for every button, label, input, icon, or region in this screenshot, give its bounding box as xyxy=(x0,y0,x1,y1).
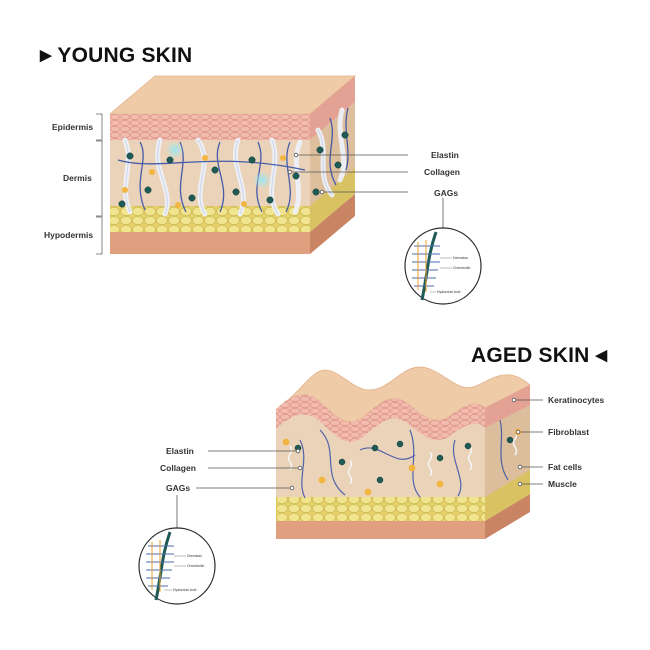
young-inset-chondroitin: Chondroitin xyxy=(453,266,470,270)
young-epidermis-front xyxy=(110,114,310,140)
young-inset-hyaluronic: Hyaluronic Acid xyxy=(437,290,460,294)
aged-dermis-front xyxy=(276,414,485,505)
aged-epidermis-side xyxy=(485,385,530,428)
young-fat-layer xyxy=(110,206,310,232)
young-fat-side xyxy=(310,168,355,232)
young-muscle-layer xyxy=(110,232,310,254)
aged-skin-block xyxy=(275,366,531,539)
aged-fat-layer xyxy=(276,497,485,521)
fibroblast-callout: Fibroblast xyxy=(548,427,589,437)
aged-gags-callout: GAGs xyxy=(166,483,190,493)
epidermis-label: Epidermis xyxy=(52,122,93,132)
young-fibroblasts xyxy=(122,155,286,208)
fat-cells-callout: Fat cells xyxy=(548,462,582,472)
aged-inset-chondroitin: Chondroitin xyxy=(187,564,204,568)
aged-elastin-fibers xyxy=(299,419,509,499)
young-muscle-side xyxy=(310,194,355,254)
hypodermis-label: Hypodermis xyxy=(44,230,93,240)
reverse-play-icon: ◀ xyxy=(595,347,608,364)
young-elastin-fibers xyxy=(117,107,349,213)
young-layer-brackets xyxy=(96,113,103,255)
young-collagen-callout: Collagen xyxy=(424,167,460,177)
young-gag-inset: Dermatan Chondroitin Hyaluronic Acid xyxy=(404,227,482,305)
young-inset-dermatan: Dermatan xyxy=(453,256,468,260)
muscle-callout: Muscle xyxy=(548,479,577,489)
young-skin-block xyxy=(108,75,357,254)
aged-collagen-fibers xyxy=(287,430,518,485)
aged-collagen-callout: Collagen xyxy=(160,463,196,473)
aged-right-callout-lines xyxy=(511,397,543,487)
aged-gag-inset: Dermatan Chondroitin Hyaluronic Acid xyxy=(138,527,216,605)
young-epidermis-side xyxy=(310,76,355,140)
aged-muscle-side xyxy=(485,494,530,539)
aged-skin-surface xyxy=(275,366,531,423)
aged-epidermis-front xyxy=(276,394,485,442)
aged-skin-title: AGED SKIN ◀ xyxy=(471,344,607,368)
aged-left-callout-lines xyxy=(196,448,303,491)
young-gags-callout: GAGs xyxy=(434,188,458,198)
aged-inset-hyaluronic: Hyaluronic Acid xyxy=(173,588,196,592)
play-icon: ▶ xyxy=(40,47,52,64)
dermis-label: Dermis xyxy=(63,173,92,183)
young-callout-lines xyxy=(287,152,408,195)
aged-gag-dots xyxy=(294,436,514,484)
aged-muscle-layer xyxy=(276,521,485,539)
aged-fibroblasts xyxy=(282,428,522,496)
young-elastin-callout: Elastin xyxy=(431,150,459,160)
keratinocytes-callout: Keratinocytes xyxy=(548,395,604,405)
young-skin-title: ▶ YOUNG SKIN xyxy=(40,44,192,68)
aged-elastin-callout: Elastin xyxy=(166,446,194,456)
aged-inset-dermatan: Dermatan xyxy=(187,554,202,558)
young-skin-title-text: YOUNG SKIN xyxy=(57,44,193,67)
aged-skin-title-text: AGED SKIN xyxy=(471,344,590,367)
